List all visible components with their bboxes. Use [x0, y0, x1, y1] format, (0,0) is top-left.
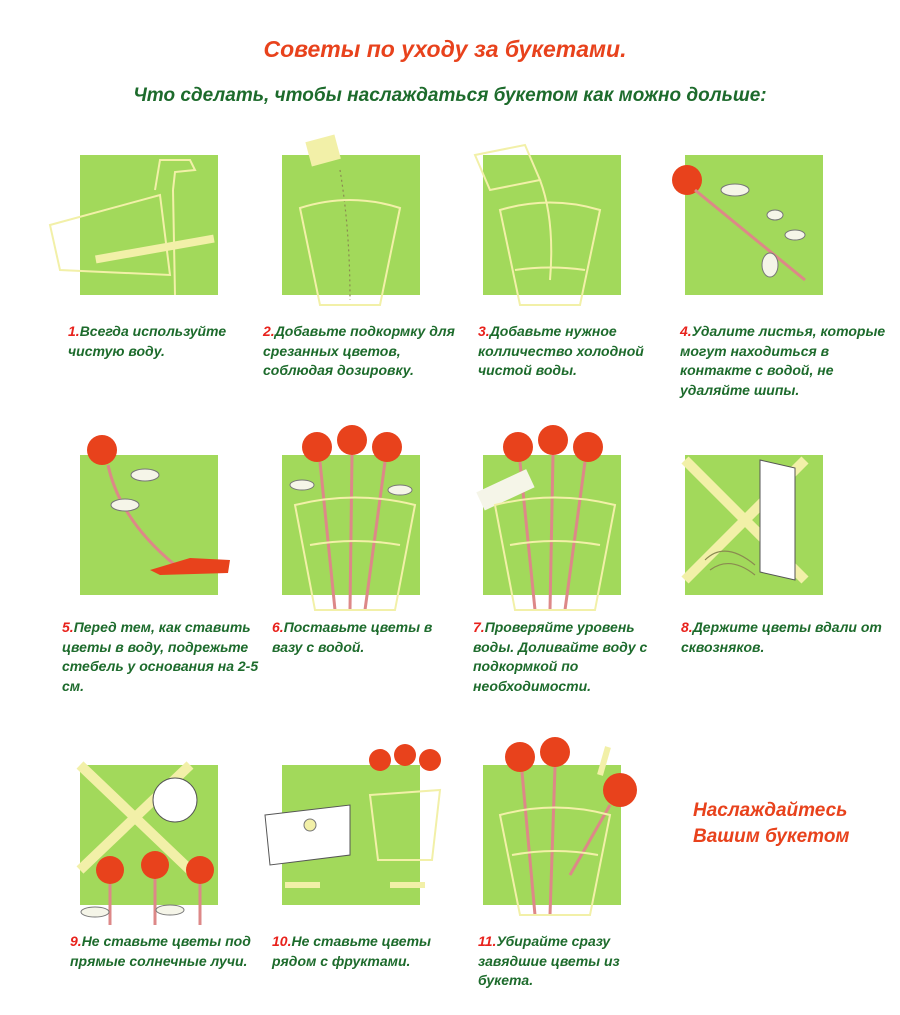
tip-11-caption: 11.Убирайте сразу завядшие цветы из буке… — [478, 933, 620, 988]
tip-4-caption: 4.Удалите листья, которые могут находить… — [680, 323, 886, 398]
tip-6-caption: 6.Поставьте цветы в вазу с водой. — [272, 619, 433, 655]
page-title: Советы по уходу за букетами. — [263, 36, 627, 62]
vase-food-icon — [298, 134, 402, 306]
no-fruit-icon — [264, 744, 442, 888]
closing-message: Наслаждайтесь Вашим букетом — [693, 800, 850, 847]
no-sunlight-icon — [76, 761, 214, 925]
tip-4-panel — [685, 155, 823, 295]
tip-5-caption: 5.Перед тем, как ставить цветы в воду, п… — [62, 619, 259, 694]
tip-9-caption: 9.Не ставьте цветы под прямые солнечные … — [70, 933, 251, 969]
tip-7-caption: 7.Проверяйте уровень воды. Доливайте вод… — [473, 619, 648, 694]
rose-leaves-icon — [672, 165, 806, 282]
check-water-icon — [476, 425, 617, 611]
no-draft-icon — [681, 456, 809, 584]
tip-10-caption: 10.Не ставьте цветы рядом с фруктами. — [272, 933, 431, 969]
vase-water-icon — [473, 143, 602, 306]
tip-1-caption: 1.Всегда используйте чистую воду. — [68, 323, 227, 359]
vase-washing-icon — [48, 159, 215, 296]
roses-in-vase-icon — [289, 425, 417, 611]
rose-cutting-icon — [87, 435, 230, 575]
page-subtitle: Что сделать, чтобы наслаждаться букетом … — [133, 85, 767, 106]
tip-2-caption: 2.Добавьте подкормку для срезанных цвето… — [263, 323, 455, 378]
tip-3-caption: 3.Добавьте нужное колличество холодной ч… — [478, 323, 644, 378]
tip-8-caption: 8.Держите цветы вдали от сквозняков. — [681, 619, 882, 655]
tip-3-panel — [483, 155, 621, 295]
remove-wilted-icon — [498, 737, 637, 916]
